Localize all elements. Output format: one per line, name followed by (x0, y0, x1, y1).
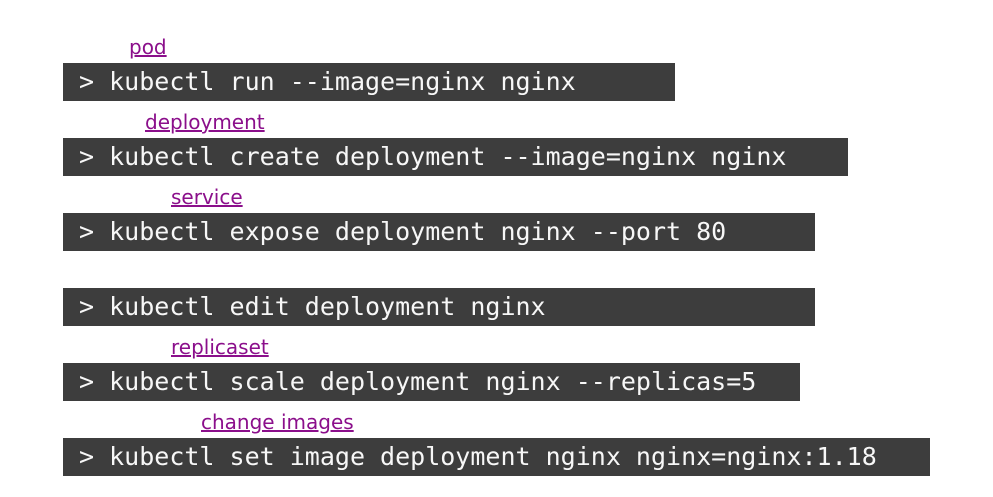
command-list: pod > kubectl run --image=nginx nginx de… (63, 34, 993, 476)
command-text: kubectl set image deployment nginx nginx… (109, 442, 877, 471)
command-text: kubectl expose deployment nginx --port 8… (109, 217, 727, 246)
terminal-command-run: > kubectl run --image=nginx nginx (63, 63, 675, 101)
command-item-change-images: change images > kubectl set image deploy… (63, 409, 993, 476)
command-text: kubectl edit deployment nginx (109, 292, 546, 321)
command-item-edit: > kubectl edit deployment nginx (63, 259, 993, 326)
command-item-deployment: deployment > kubectl create deployment -… (63, 109, 993, 176)
terminal-command-scale: > kubectl scale deployment nginx --repli… (63, 363, 800, 401)
prompt-chevron: > (79, 217, 95, 246)
prompt-chevron: > (79, 367, 95, 396)
empty-label (171, 259, 993, 285)
terminal-command-expose: > kubectl expose deployment nginx --port… (63, 213, 815, 251)
change-images-label-link[interactable]: change images (201, 410, 354, 434)
deployment-label-link[interactable]: deployment (145, 110, 265, 134)
terminal-command-set-image: > kubectl set image deployment nginx ngi… (63, 438, 930, 476)
prompt-chevron: > (79, 442, 95, 471)
command-item-pod: pod > kubectl run --image=nginx nginx (63, 34, 993, 101)
command-item-replicaset: replicaset > kubectl scale deployment ng… (63, 334, 993, 401)
terminal-command-create-deployment: > kubectl create deployment --image=ngin… (63, 138, 848, 176)
command-text: kubectl create deployment --image=nginx … (109, 142, 787, 171)
prompt-chevron: > (79, 292, 95, 321)
command-text: kubectl scale deployment nginx --replica… (109, 367, 757, 396)
prompt-chevron: > (79, 142, 95, 171)
prompt-chevron: > (79, 67, 95, 96)
replicaset-label-link[interactable]: replicaset (171, 335, 269, 359)
terminal-command-edit: > kubectl edit deployment nginx (63, 288, 815, 326)
command-text: kubectl run --image=nginx nginx (109, 67, 576, 96)
service-label-link[interactable]: service (171, 185, 243, 209)
pod-label-link[interactable]: pod (129, 35, 167, 59)
command-item-service: service > kubectl expose deployment ngin… (63, 184, 993, 251)
